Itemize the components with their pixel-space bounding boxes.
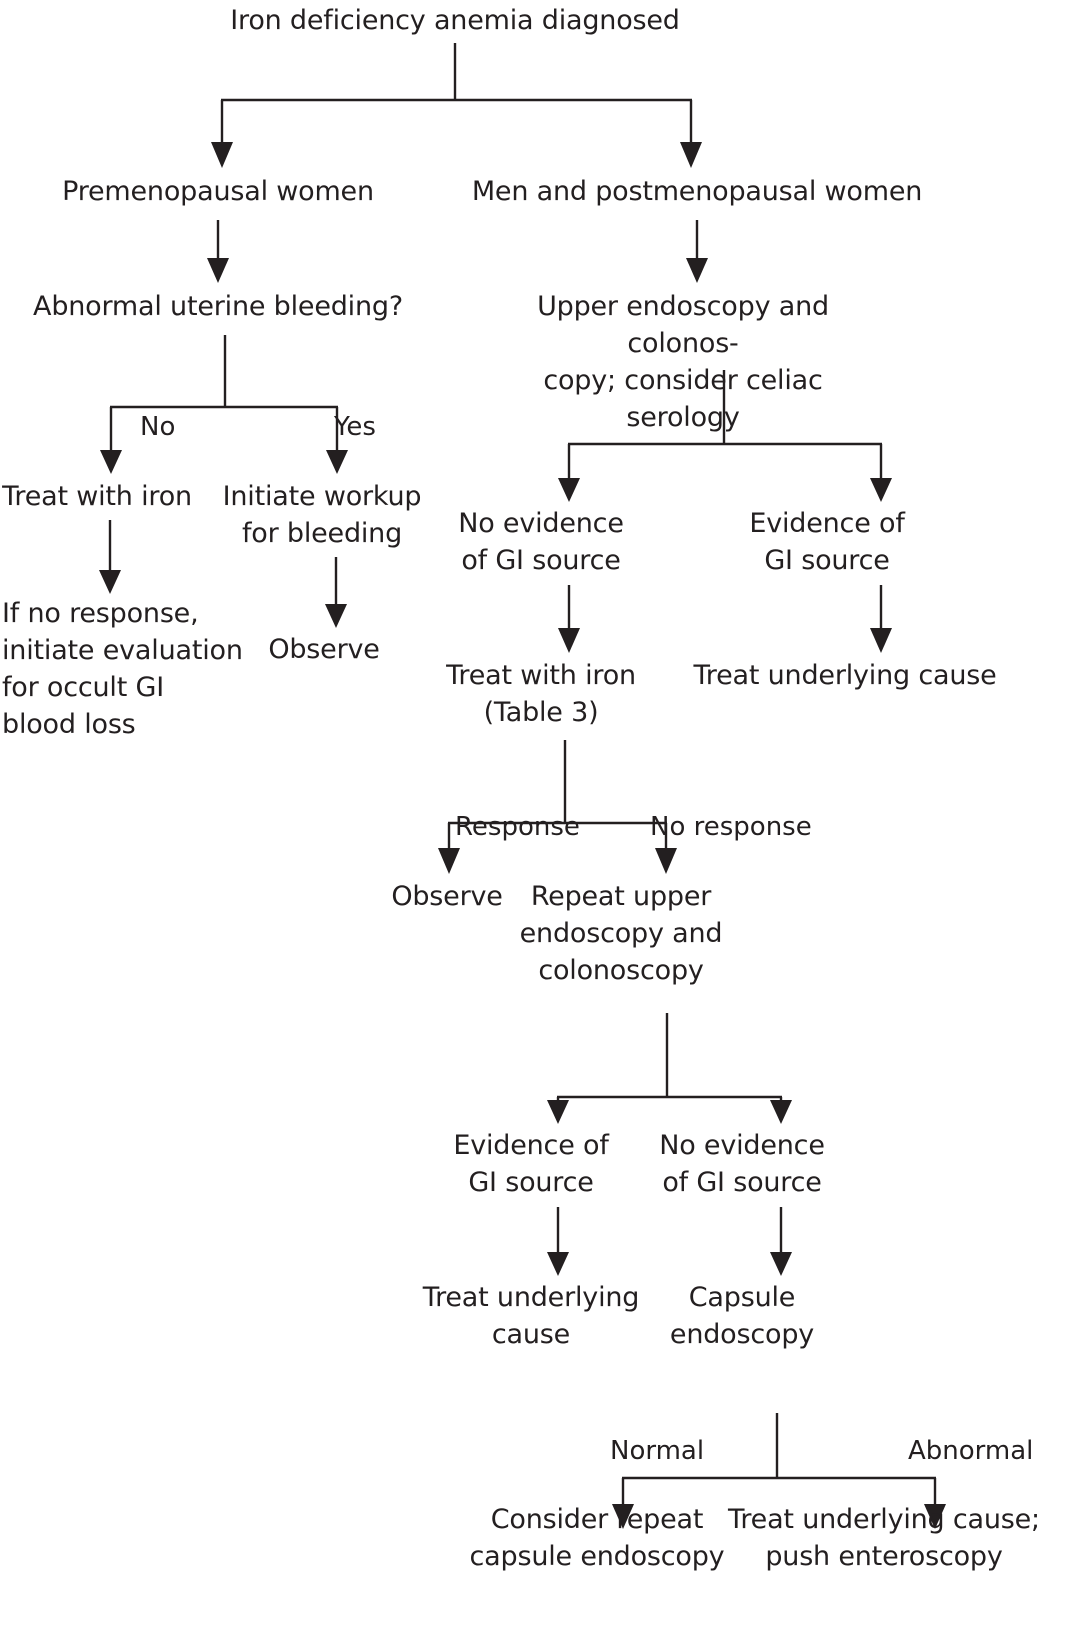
- edge-label-abnormal: Abnormal: [908, 1436, 1034, 1466]
- edge-label-normal: Normal: [610, 1436, 705, 1466]
- arrowhead-abnormal-uterine: [207, 258, 229, 283]
- arrowhead-initiate-workup: [326, 450, 348, 474]
- node-consider-repeat-capsule-endoscopy: Consider repeat capsule endoscopy: [469, 1504, 725, 1572]
- arrowhead-no-evidence-gi: [558, 478, 580, 502]
- node-no-evidence-of-gi-source-lower: No evidence of GI source: [659, 1130, 825, 1198]
- arrowhead-evidence-gi-lower: [547, 1100, 569, 1124]
- arrowhead-observe-response: [438, 848, 460, 874]
- arrowhead-treat-underlying-cause-lower: [547, 1252, 569, 1276]
- node-premenopausal-women: Premenopausal women: [62, 176, 374, 207]
- arrowhead-if-no-response: [99, 570, 121, 594]
- node-men-and-postmenopausal-women: Men and postmenopausal women: [471, 176, 923, 207]
- arrowhead-men-postmenopausal: [680, 142, 702, 168]
- node-treat-with-iron-table3: Treat with iron (Table 3): [446, 660, 636, 728]
- node-treat-underlying-cause-upper: Treat underlying cause: [693, 660, 997, 691]
- node-evidence-of-gi-source-upper: Evidence of GI source: [749, 508, 905, 576]
- edge-label-response: Response: [455, 812, 580, 842]
- node-observe-response: Observe: [391, 881, 503, 912]
- node-repeat-upper-endoscopy-and-colonoscopy: Repeat upper endoscopy and colonoscopy: [519, 881, 723, 986]
- arrowhead-observe-left: [325, 604, 347, 628]
- node-treat-underlying-cause-push-enteroscopy: Treat underlying cause; push enteroscopy: [728, 1504, 1040, 1572]
- arrowhead-repeat-upper-endoscopy: [655, 848, 677, 874]
- arrowhead-treat-iron-table3: [558, 628, 580, 653]
- node-treat-with-iron-left: Treat with iron: [2, 481, 192, 512]
- arrowhead-treat-underlying-cause-top: [870, 628, 892, 653]
- edge-label-no-response: No response: [650, 812, 812, 842]
- node-upper-endoscopy-colonoscopy-celiac-serology: Upper endoscopy and colonos- copy; consi…: [537, 291, 829, 433]
- node-initiate-workup-for-bleeding: Initiate workup for bleeding: [222, 481, 422, 549]
- node-no-evidence-of-gi-source-upper: No evidence of GI source: [458, 508, 624, 576]
- arrowhead-evidence-gi: [870, 478, 892, 502]
- edge-label-yes: Yes: [334, 412, 376, 442]
- node-iron-deficiency-anemia-diagnosed: Iron deficiency anemia diagnosed: [230, 5, 680, 36]
- arrowhead-treat-with-iron: [100, 450, 122, 474]
- arrowhead-capsule-endoscopy: [770, 1252, 792, 1276]
- node-observe-bleeding-workup: Observe: [268, 634, 380, 665]
- node-capsule-endoscopy: Capsule endoscopy: [669, 1282, 815, 1350]
- node-treat-underlying-cause-lower: Treat underlying cause: [422, 1282, 640, 1350]
- node-if-no-response-initiate-evaluation-occult-gi-blood-loss: If no response, initiate evaluation for …: [2, 598, 243, 740]
- arrowhead-premenopausal: [211, 142, 233, 168]
- edge-label-no: No: [140, 412, 176, 442]
- node-evidence-of-gi-source-lower: Evidence of GI source: [453, 1130, 609, 1198]
- node-abnormal-uterine-bleeding: Abnormal uterine bleeding?: [33, 291, 403, 322]
- arrowhead-upper-endoscopy: [686, 258, 708, 283]
- arrowhead-no-evidence-gi-lower: [770, 1100, 792, 1124]
